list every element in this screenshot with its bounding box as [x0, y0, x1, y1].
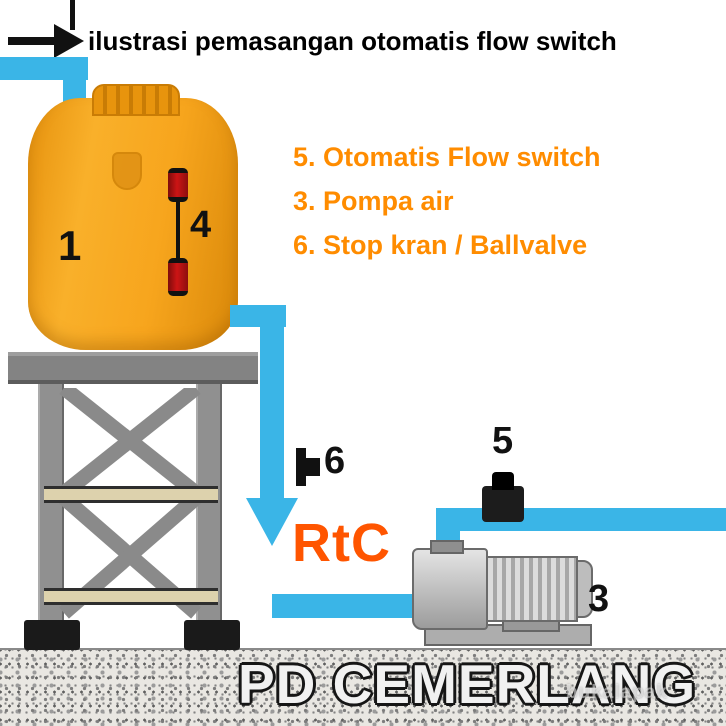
right-arrow-icon	[8, 37, 56, 45]
stop-valve-body-icon	[306, 458, 320, 476]
flow-direction-arrow-icon	[246, 498, 298, 546]
stand-shelf-lower	[44, 588, 218, 605]
stand-foot-right	[184, 620, 240, 650]
discharge-pipe-horizontal	[436, 508, 726, 531]
stand-platform	[8, 352, 258, 384]
marketplace-watermark-text: bukalapak	[566, 682, 668, 703]
page-title: ilustrasi pemasangan otomatis flow switc…	[88, 26, 617, 56]
pump-motor-cap	[576, 560, 593, 618]
float-switch-lower-icon	[168, 258, 188, 296]
float-switch-upper-icon	[168, 168, 188, 202]
rtc-brand-text: RtC	[292, 513, 391, 573]
suction-pipe-horizontal	[272, 594, 428, 618]
valve-number-label: 6	[324, 440, 346, 482]
pump-inlet-flange	[430, 540, 464, 554]
stand-shelf-upper	[44, 486, 218, 503]
pump-motor	[486, 556, 578, 622]
float-switch-cable	[176, 188, 180, 276]
stand-cross-braces	[59, 388, 201, 619]
legend-item-flow-switch: 5. Otomatis Flow switch	[293, 142, 601, 172]
tank-number-label: 1	[58, 222, 82, 269]
water-tank	[28, 98, 238, 350]
tank-logo-icon	[112, 152, 142, 190]
flow-switch-cap-icon	[492, 472, 514, 490]
tank-lid	[92, 84, 180, 116]
ground-texture	[0, 648, 726, 726]
right-arrow-head-icon	[54, 24, 84, 58]
legend-item-pump: 3. Pompa air	[293, 186, 454, 216]
legend: 5. Otomatis Flow switch 3. Pompa air 6. …	[293, 142, 601, 274]
watermark-text: PD CEMERLANG	[238, 653, 697, 715]
flow-switch-device-icon	[482, 486, 524, 522]
legend-item-valve: 6. Stop kran / Ballvalve	[293, 230, 588, 260]
stop-valve-icon	[296, 448, 306, 486]
pump-head	[412, 548, 488, 630]
float-switch-number-label: 4	[190, 204, 212, 246]
outlet-pipe-vertical	[260, 305, 284, 501]
flow-switch-number-label: 5	[492, 420, 514, 462]
pump-number-label: 3	[588, 578, 610, 620]
stand-foot-left	[24, 620, 80, 650]
title-tick-line	[70, 0, 75, 30]
